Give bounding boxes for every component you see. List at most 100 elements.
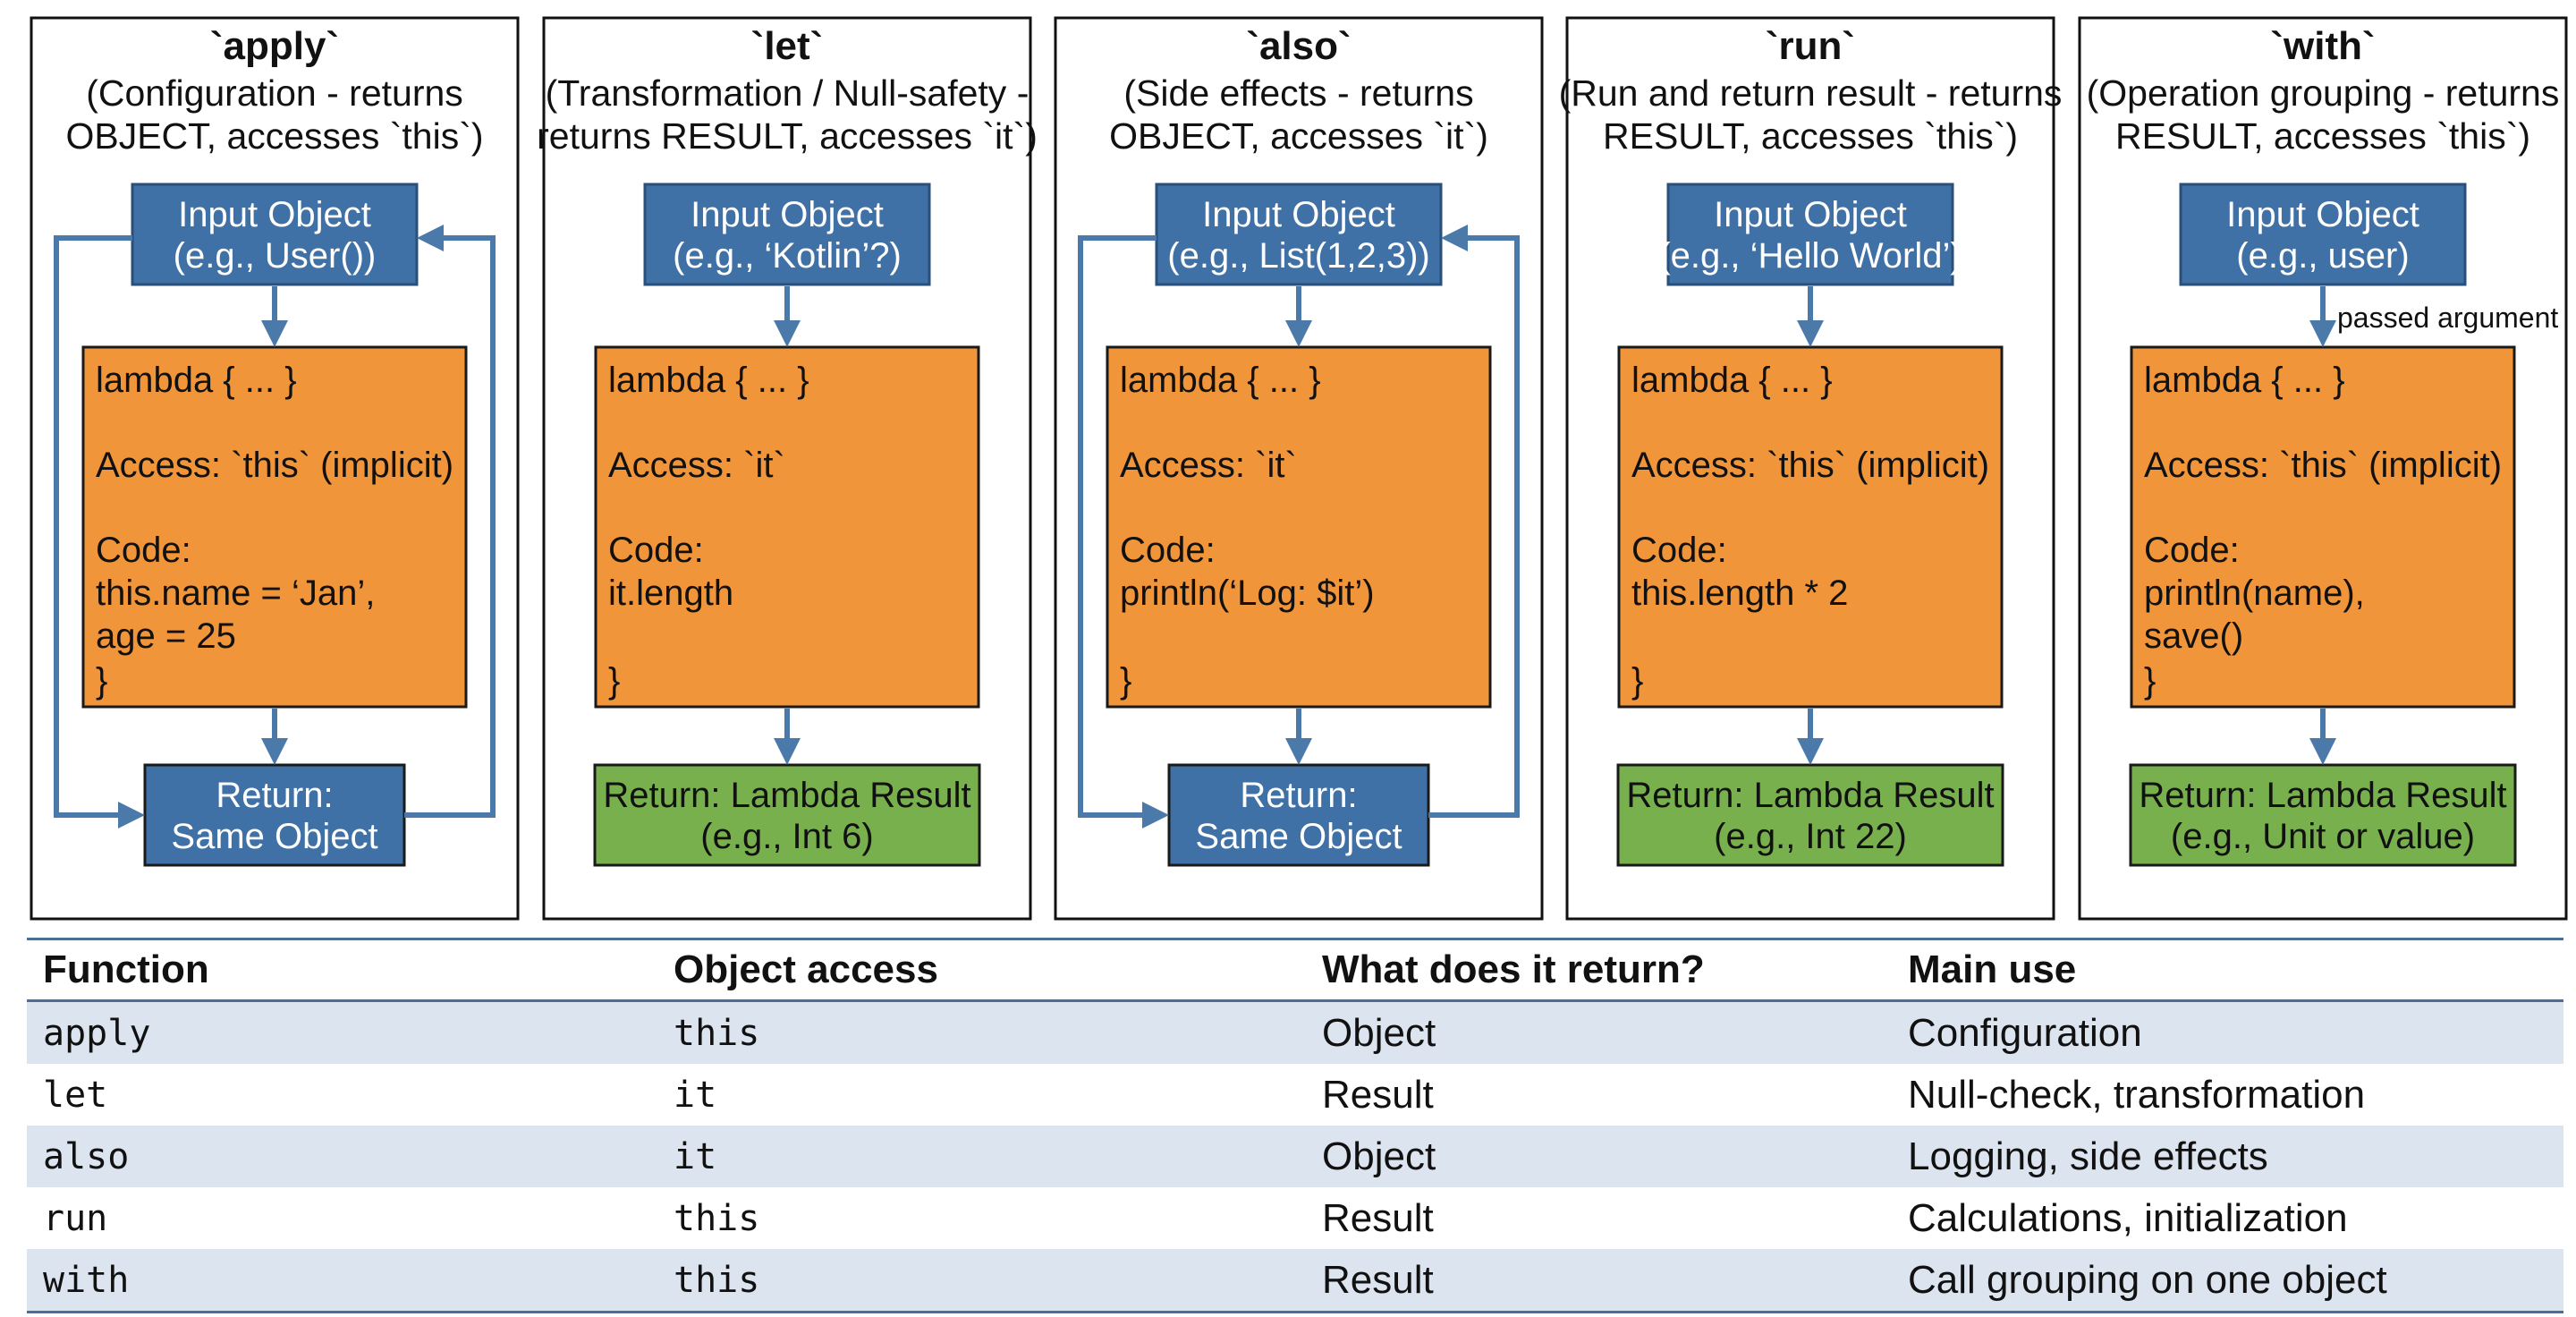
lambda-code-line: Code: <box>608 531 704 570</box>
lambda-code-line: Code: <box>1631 531 1727 570</box>
cell-function: apply <box>27 1000 657 1064</box>
panel-title: `with` <box>2270 24 2375 68</box>
lambda-code-line: } <box>96 661 107 701</box>
lambda-code-line: Code: <box>96 531 191 570</box>
panel-subtitle: RESULT, accesses `this`) <box>1603 115 2018 157</box>
lambda-code-line: age = 25 <box>96 616 236 656</box>
input-object-box <box>1155 183 1443 286</box>
panel-subtitle: (Side effects - returns <box>1123 72 1473 114</box>
lambda-code-line: lambda { ... } <box>608 361 809 400</box>
panel-subtitle: returns RESULT, accesses `it`) <box>537 115 1038 157</box>
cell-access: it <box>657 1126 1306 1187</box>
table-row: with this Result Call grouping on one ob… <box>27 1249 2563 1313</box>
input-object-label: (e.g., ‘Hello World’) <box>1658 236 1962 276</box>
lambda-code-line: save() <box>2144 616 2243 656</box>
cell-return: Object <box>1306 1126 1892 1187</box>
return-result-box <box>593 763 981 867</box>
panel-subtitle: OBJECT, accesses `it`) <box>1109 115 1488 157</box>
lambda-code-line: this.length * 2 <box>1631 574 1848 613</box>
panel-subtitle: (Transformation / Null-safety - <box>546 72 1030 114</box>
arrow-label: passed argument <box>2337 302 2558 334</box>
return-label: Return: Lambda Result <box>603 776 970 815</box>
lambda-code-line: } <box>1120 661 1131 701</box>
input-object-label: Input Object <box>691 195 884 234</box>
return-label: Return: Lambda Result <box>1626 776 1994 815</box>
return-label: Same Object <box>1195 817 1402 856</box>
lambda-code-line: Access: `it` <box>608 446 785 485</box>
return-label: (e.g., Unit or value) <box>2171 817 2475 856</box>
cell-access: it <box>674 1074 717 1116</box>
lambda-code-line: it.length <box>608 574 733 613</box>
lambda-code-line: Access: `this` (implicit) <box>1631 446 1989 485</box>
return-result-box <box>1616 763 2004 867</box>
input-object-box <box>131 183 419 286</box>
table-row: let it Result Null-check, transformation <box>27 1064 2563 1126</box>
input-object-label: (e.g., user) <box>2236 236 2409 276</box>
lambda-code-line: } <box>1631 661 1643 701</box>
lambda-code-line: } <box>2144 661 2156 701</box>
header-return: What does it return? <box>1306 938 1892 1002</box>
cell-return: Object <box>1306 1000 1892 1064</box>
return-result-box <box>2129 763 2517 867</box>
panel-subtitle: OBJECT, accesses `this`) <box>65 115 483 157</box>
loop-arrow-right <box>404 225 496 818</box>
cell-access: this <box>657 1249 1306 1313</box>
cell-return: Result <box>1322 1195 1434 1240</box>
lambda-box <box>1106 345 1492 709</box>
input-object-label: Input Object <box>1714 195 1907 234</box>
panel-subtitle: (Configuration - returns <box>86 72 463 114</box>
panel-let: `let`(Transformation / Null-safety -retu… <box>537 16 1038 921</box>
loop-arrow-left <box>54 235 145 828</box>
panel-title: `run` <box>1766 24 1855 68</box>
panel-title: `apply` <box>210 24 339 68</box>
cell-use: Call grouping on one object <box>1892 1249 2563 1313</box>
table-row: also it Object Logging, side effects <box>27 1126 2563 1187</box>
input-object-label: (e.g., ‘Kotlin’?) <box>673 236 902 276</box>
panel-title: `also` <box>1246 24 1351 68</box>
lambda-code-line: } <box>608 661 620 701</box>
cell-use: Calculations, initialization <box>1908 1195 2348 1240</box>
panel-subtitle: (Run and return result - returns <box>1559 72 2063 114</box>
lambda-code-line: Code: <box>1120 531 1216 570</box>
panel-subtitle: (Operation grouping - returns <box>2087 72 2560 114</box>
cell-use: Null-check, transformation <box>1908 1072 2366 1117</box>
lambda-code-line: Access: `this` (implicit) <box>96 446 453 485</box>
header-main-use: Main use <box>1892 938 2563 1002</box>
header-function: Function <box>27 938 657 1002</box>
input-object-label: (e.g., User()) <box>174 236 377 276</box>
input-object-box <box>643 183 931 286</box>
table-row: run this Result Calculations, initializa… <box>27 1187 2563 1249</box>
loop-arrow-right <box>1428 225 1520 818</box>
return-label: Return: Lambda Result <box>2139 776 2506 815</box>
lambda-box <box>81 345 468 709</box>
table-header-row: Function Object access What does it retu… <box>27 938 2563 1002</box>
lambda-box <box>2130 345 2516 709</box>
lambda-box <box>594 345 980 709</box>
lambda-code-line: Code: <box>2144 531 2240 570</box>
cell-return: Result <box>1322 1072 1434 1117</box>
return-label: Return: <box>1240 776 1357 815</box>
header-object-access: Object access <box>657 938 1306 1002</box>
cell-function: also <box>27 1126 657 1187</box>
lambda-box <box>1617 345 2004 709</box>
cell-return: Result <box>1306 1249 1892 1313</box>
table-row: apply this Object Configuration <box>27 1000 2563 1064</box>
return-label: (e.g., Int 6) <box>700 817 873 856</box>
panel-with: `with`(Operation grouping - returnsRESUL… <box>2078 16 2568 921</box>
cell-function: run <box>43 1197 108 1239</box>
lambda-code-line: Access: `this` (implicit) <box>2144 446 2502 485</box>
loop-arrow-left <box>1078 235 1169 828</box>
lambda-code-line: println(‘Log: $it’) <box>1120 574 1375 613</box>
input-object-label: Input Object <box>1202 195 1395 234</box>
input-object-label: (e.g., List(1,2,3)) <box>1167 236 1429 276</box>
comparison-table-container: Function Object access What does it retu… <box>27 938 2563 1313</box>
input-object-label: Input Object <box>178 195 371 234</box>
panel-run: `run`(Run and return result - returnsRES… <box>1559 16 2063 921</box>
comparison-table: Function Object access What does it retu… <box>27 938 2563 1313</box>
lambda-code-line: println(name), <box>2144 574 2365 613</box>
input-object-label: Input Object <box>2226 195 2419 234</box>
input-object-box <box>1666 183 1954 286</box>
